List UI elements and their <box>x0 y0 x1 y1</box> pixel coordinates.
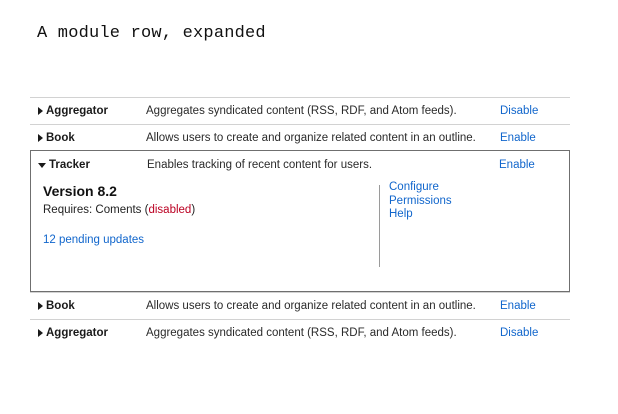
module-name-label: Tracker <box>49 159 90 171</box>
module-description: Aggregates syndicated content (RSS, RDF,… <box>146 105 457 117</box>
module-name-label: Aggregator <box>46 327 108 339</box>
module-action[interactable]: Enable <box>497 159 569 171</box>
module-row-aggregator-top[interactable]: Aggregator Aggregates syndicated content… <box>30 97 570 124</box>
triangle-down-icon[interactable] <box>38 162 46 168</box>
module-row-book-bottom[interactable]: Book Allows users to create and organize… <box>30 292 570 319</box>
module-action-link[interactable]: Disable <box>500 327 539 339</box>
module-action-link[interactable]: Disable <box>500 105 539 117</box>
module-name-label: Aggregator <box>46 105 108 117</box>
module-name-label: Book <box>46 300 75 312</box>
triangle-right-icon[interactable] <box>38 134 43 142</box>
module-action[interactable]: Enable <box>498 132 570 144</box>
module-description: Aggregates syndicated content (RSS, RDF,… <box>146 327 457 339</box>
module-requires-label: Requires: Coments ( <box>43 204 149 216</box>
row-line: Book Allows users to create and organize… <box>30 125 570 151</box>
module-name-toggle[interactable]: Aggregator <box>30 105 142 117</box>
module-name-label: Book <box>46 132 75 144</box>
module-action-link[interactable]: Enable <box>500 300 536 312</box>
pending-updates-link[interactable]: 12 pending updates <box>43 234 145 246</box>
module-action[interactable]: Enable <box>498 300 570 312</box>
configure-link[interactable]: Configure <box>389 181 439 193</box>
module-row-aggregator-bottom[interactable]: Aggregator Aggregates syndicated content… <box>30 319 570 346</box>
module-row-tracker-expanded[interactable]: Tracker Enables tracking of recent conte… <box>30 150 570 292</box>
permissions-link[interactable]: Permissions <box>389 194 452 207</box>
module-description: Allows users to create and organize rela… <box>146 300 476 312</box>
page-title: A module row, expanded <box>37 24 266 43</box>
module-requires: Requires: Coments (disabled) <box>43 204 379 216</box>
module-description: Enables tracking of recent content for u… <box>147 159 373 171</box>
module-table: Aggregator Aggregates syndicated content… <box>30 97 570 346</box>
triangle-right-icon[interactable] <box>38 302 43 310</box>
detail-vertical-divider <box>379 185 380 267</box>
module-row-book-top[interactable]: Book Allows users to create and organize… <box>30 124 570 151</box>
module-action-link[interactable]: Enable <box>500 132 536 144</box>
row-line: Aggregator Aggregates syndicated content… <box>30 320 570 346</box>
row-line: Book Allows users to create and organize… <box>30 293 570 319</box>
module-action[interactable]: Disable <box>498 327 570 339</box>
module-name-toggle[interactable]: Book <box>30 132 142 144</box>
help-link[interactable]: Help <box>389 208 413 220</box>
module-action-link[interactable]: Enable <box>499 159 535 171</box>
module-requires-status: disabled <box>148 204 192 216</box>
module-action[interactable]: Disable <box>498 105 570 117</box>
module-detail-links: Configure Permissions Help <box>380 179 569 271</box>
module-description: Allows users to create and organize rela… <box>146 132 476 144</box>
module-name-toggle[interactable]: Aggregator <box>30 327 142 339</box>
module-detail-panel: Version 8.2 Requires: Coments (disabled)… <box>31 179 569 291</box>
triangle-right-icon[interactable] <box>38 329 43 337</box>
row-line: Tracker Enables tracking of recent conte… <box>31 151 569 179</box>
module-version: Version 8.2 <box>43 183 117 199</box>
triangle-right-icon[interactable] <box>38 107 43 115</box>
module-name-toggle[interactable]: Book <box>30 300 142 312</box>
module-name-toggle[interactable]: Tracker <box>31 159 143 171</box>
module-requires-suffix: ) <box>191 204 196 216</box>
row-line: Aggregator Aggregates syndicated content… <box>30 98 570 124</box>
module-detail-left: Version 8.2 Requires: Coments (disabled)… <box>31 179 379 271</box>
